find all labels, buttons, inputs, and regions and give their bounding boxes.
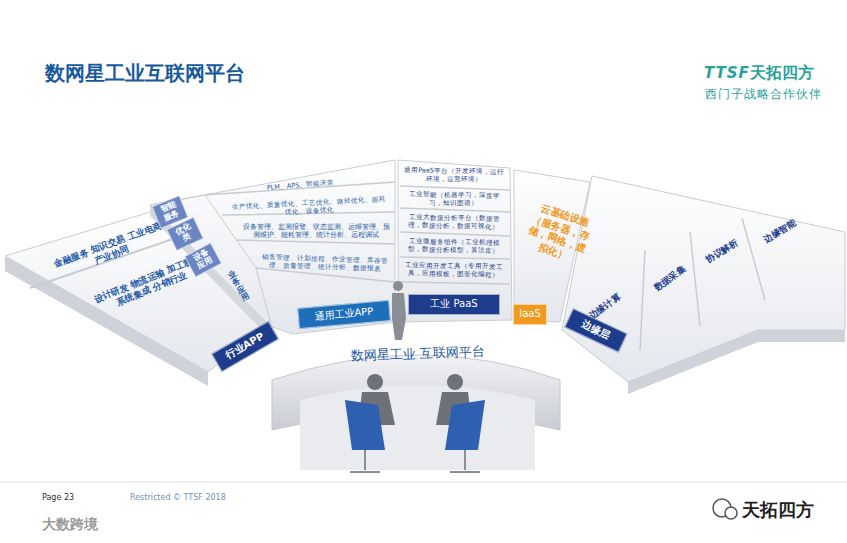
paas-row: 通用PaaS平台（开发环境，运行环境，运营环境） [401, 165, 507, 185]
node-text: 优化类 [174, 222, 197, 245]
node-text: 工业 PaaS [414, 298, 494, 311]
label-text: Page 23 [42, 493, 74, 502]
paas-row: 工业应用开发工具（专用开发工具，应用模板，图形化编程） [401, 260, 507, 280]
layer-band: 工业 PaaS [408, 294, 500, 315]
node-text: 设备管理、监测报警、状态监测、运维管理、预测维护、能耗管理、统计分析、远程调试 [242, 223, 390, 239]
label-text: 大数跨境 [42, 516, 98, 534]
paas-row: 工业微服务组件（工业机理模型，数据分析模型，算法库） [401, 236, 507, 256]
node-text: 销售管理、计划排程、作业管理、库存管理、质量管理、统计分析、数据报表 [260, 253, 390, 274]
logo-mark: TTSF [704, 64, 750, 82]
label-text: 天拓四方 [750, 63, 814, 84]
title-text: 数网星工业互联网平台 [45, 60, 245, 87]
node-text: 通用PaaS平台（开发环境，运行环境，运营环境） [403, 166, 505, 184]
logo-name: 天拓四方 [750, 63, 814, 84]
label-text: 天拓四方 [742, 498, 814, 522]
node-text: 智能服务 [159, 200, 181, 223]
node-text: 工业智能（机器学习，深度学习，知识图谱） [403, 190, 505, 208]
node-text: 工业微服务组件（工业机理模型，数据分析模型，算法库） [403, 237, 505, 255]
label-text: Restricted © TTSF 2018 [130, 493, 226, 502]
watermark: 天拓四方 [742, 498, 814, 522]
page-number: Page 23 [42, 493, 74, 502]
node-text: 工业应用开发工具（专用开发工具，应用模板，图形化编程） [403, 261, 505, 279]
paas-row: 工业大数据分析平台（数据管理，数据分析，数据可视化） [401, 212, 507, 232]
node-text: 工业大数据分析平台（数据管理，数据分析，数据可视化） [403, 213, 505, 231]
page-title: 数网星工业互联网平台 [45, 60, 245, 87]
label-text: 西门子战略合作伙伴 [705, 86, 822, 103]
node-text: IaaS [519, 308, 541, 321]
paas-row: 工业智能（机器学习，深度学习，知识图谱） [401, 189, 507, 209]
watermark: 大数跨境 [42, 516, 98, 534]
layer-band: IaaS [513, 304, 547, 325]
footer-note: Restricted © TTSF 2018 [130, 493, 226, 502]
label-text: TTSF [704, 64, 750, 82]
node-text: 设备应用 [191, 248, 214, 271]
node-text: 通用工业APP [304, 305, 385, 324]
logo-slogan: 西门子战略合作伙伴 [705, 86, 822, 103]
app-row: 设备管理、监测报警、状态监测、运维管理、预测维护、能耗管理、统计分析、远程调试 [240, 222, 392, 240]
